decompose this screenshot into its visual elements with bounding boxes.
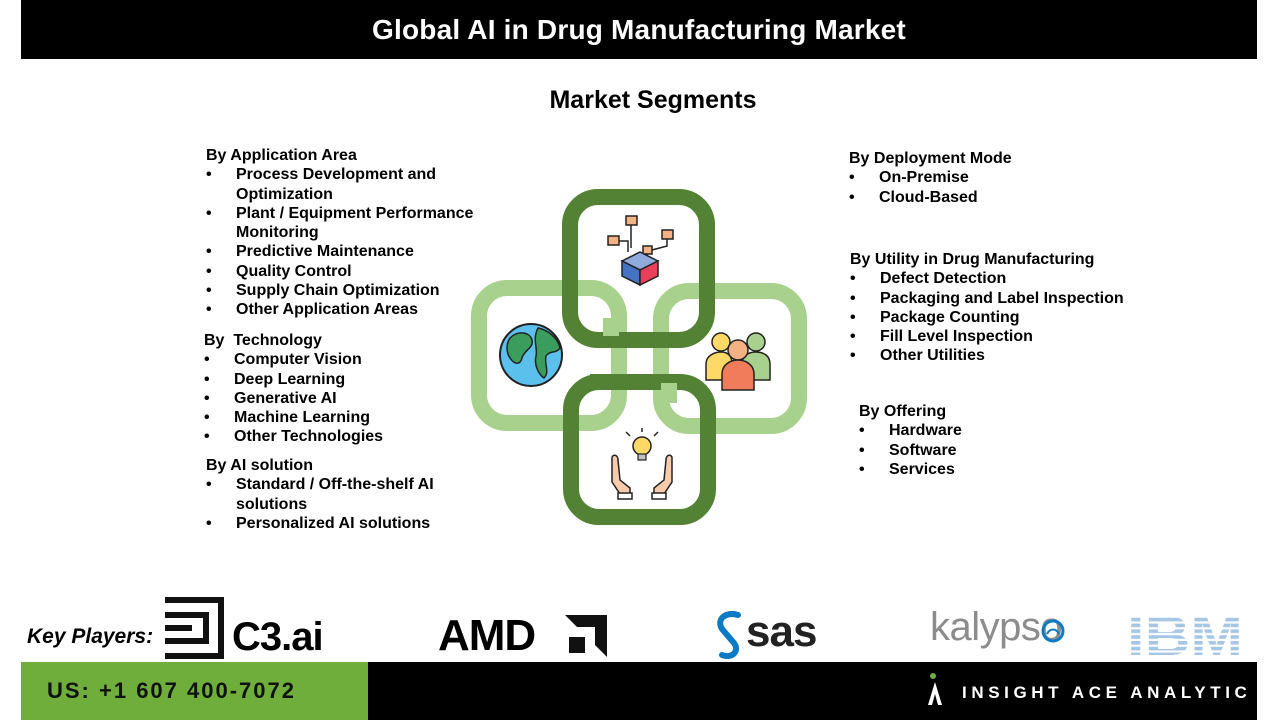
segment-item: Fill Level Inspection: [850, 327, 1150, 347]
segment-item: Personalized AI solutions: [206, 514, 466, 534]
segment-item: Other Application Areas: [206, 300, 496, 320]
segment-item: On-Premise: [849, 168, 1129, 188]
ibm-logo: IBM: [1127, 612, 1247, 660]
key-players-label: Key Players:: [27, 625, 154, 648]
segment-item: Quality Control: [206, 262, 496, 282]
segment-item: Machine Learning: [204, 408, 464, 428]
footer-brand-name: INSIGHT ACE ANALYTIC: [962, 683, 1252, 702]
title-bar: Global AI in Drug Manufacturing Market: [21, 0, 1257, 59]
segment-item: Generative AI: [204, 389, 464, 409]
segment-item: Supply Chain Optimization: [206, 281, 496, 301]
ibm-logo-text: IBM: [1127, 612, 1243, 658]
segment-item: Standard / Off-the-shelf AI solutions: [206, 475, 466, 514]
idea-hands-icon: [611, 428, 673, 500]
globe-icon: [499, 323, 563, 387]
segment-technology: By Technology Computer Vision Deep Learn…: [204, 331, 464, 447]
segment-deployment-mode: By Deployment Mode On-Premise Cloud-Base…: [849, 149, 1129, 207]
ring-right: [653, 283, 807, 434]
team-people-icon: [705, 332, 771, 391]
c3ai-logo-text: C3.ai: [232, 615, 324, 659]
footer-phone-bar: US: +1 607 400-7072: [21, 662, 368, 720]
page-title: Global AI in Drug Manufacturing Market: [372, 13, 906, 45]
segment-item: Process Development and Optimization: [206, 165, 496, 204]
ring-left: [471, 280, 627, 431]
segment-offering: By Offering Hardware Software Services: [859, 402, 1059, 479]
insight-ace-logo-icon: [928, 673, 942, 705]
segment-heading: By Application Area: [206, 147, 357, 164]
segment-application-area: By Application Area Process Development …: [206, 146, 496, 320]
segment-item: Plant / Equipment Performance Monitoring: [206, 204, 496, 243]
amd-logo: AMD: [438, 611, 610, 660]
segment-heading: By Offering: [859, 403, 947, 420]
segment-heading: By Utility in Drug Manufacturing: [850, 251, 1095, 268]
segment-item: Package Counting: [850, 308, 1150, 328]
segment-heading: By Technology: [204, 332, 322, 349]
segment-item: Hardware: [859, 421, 1059, 441]
segment-item: Cloud-Based: [849, 188, 1129, 208]
ring-top: [562, 189, 715, 348]
segment-item: Computer Vision: [204, 350, 464, 370]
amd-logo-text: AMD: [438, 611, 536, 660]
segment-item: Other Utilities: [850, 346, 1150, 366]
segment-ai-solution: By AI solution Standard / Off-the-shelf …: [206, 456, 466, 533]
segment-item: Services: [859, 460, 1059, 480]
ring-bottom: [563, 374, 716, 525]
segment-item: Software: [859, 441, 1059, 461]
segment-item: Packaging and Label Inspection: [850, 289, 1150, 309]
c3ai-logo: C3.ai: [162, 597, 342, 659]
kalypso-logo-text: kalypso: [930, 605, 1063, 649]
segment-item: Other Technologies: [204, 427, 464, 447]
segment-item: Predictive Maintenance: [206, 242, 496, 262]
data-cube-icon: [607, 215, 674, 287]
kalypso-logo: kalypso: [930, 605, 1070, 655]
segment-item: Deep Learning: [204, 370, 464, 390]
segment-heading: By Deployment Mode: [849, 150, 1012, 167]
footer-phone: US: +1 607 400-7072: [47, 678, 296, 703]
segment-heading: By AI solution: [206, 457, 313, 474]
sas-logo-text: sas: [746, 607, 817, 656]
interlocking-segments-graphic: [471, 189, 807, 525]
section-subtitle: Market Segments: [549, 86, 757, 114]
sas-logo: sas: [712, 607, 832, 661]
footer-brand-bar: [368, 662, 1257, 720]
segment-utility: By Utility in Drug Manufacturing Defect …: [850, 250, 1150, 366]
segment-item: Defect Detection: [850, 269, 1150, 289]
